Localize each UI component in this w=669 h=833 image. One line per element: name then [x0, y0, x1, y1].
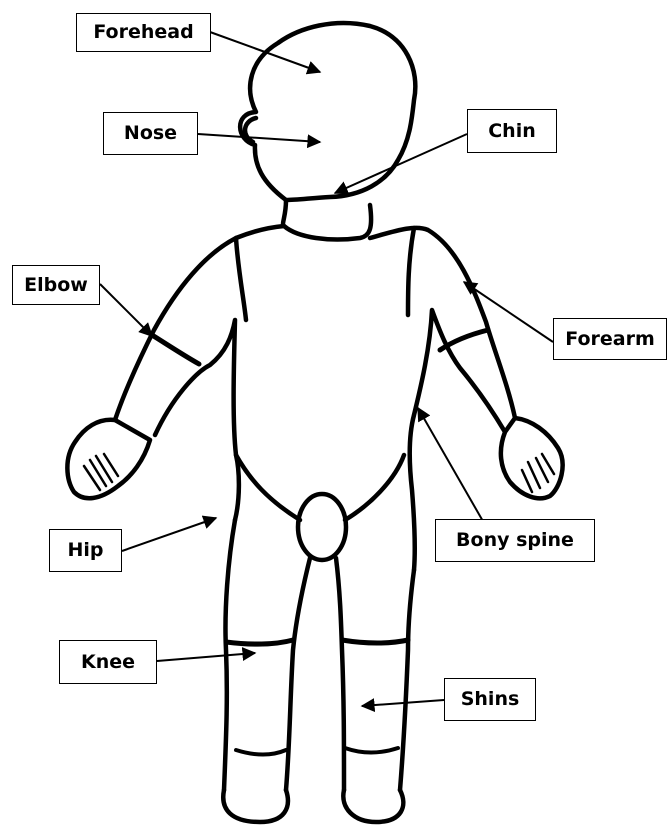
label-knee: Knee: [59, 640, 157, 684]
left-knee-seam: [226, 640, 293, 644]
label-hip: Hip: [49, 529, 122, 572]
arrow-knee: [157, 653, 255, 661]
left-fingers: [84, 454, 118, 490]
label-shins: Shins: [444, 678, 536, 721]
right-knee-seam: [342, 640, 408, 643]
torso-seam-right: [408, 228, 414, 315]
right-leg-inner: [336, 558, 344, 790]
arrow-bony-spine: [418, 408, 484, 523]
diaper: [298, 494, 346, 560]
lower-torso: [236, 455, 300, 520]
right-fingers: [522, 454, 554, 492]
label-forearm: Forearm: [553, 318, 667, 360]
lower-torso-right: [345, 455, 404, 520]
arrow-nose: [198, 134, 320, 142]
arrow-elbow: [100, 284, 152, 336]
neck-outline: [283, 200, 371, 240]
arrow-hip: [122, 518, 216, 551]
right-sleeve-cuff: [440, 330, 488, 350]
arrow-shins: [362, 700, 444, 706]
label-bony-spine: Bony spine: [435, 519, 595, 562]
arrow-forehead: [210, 32, 320, 72]
head-outline: [240, 23, 415, 200]
right-leg-outer: [400, 570, 414, 790]
left-sleeve-cuff: [152, 335, 199, 364]
label-chin: Chin: [467, 109, 557, 153]
left-arm-inner: [155, 320, 239, 520]
right-foot: [343, 790, 403, 822]
label-nose: Nose: [103, 112, 198, 155]
right-hand: [501, 418, 563, 498]
label-elbow: Elbow: [12, 265, 100, 305]
left-ankle-seam: [236, 750, 286, 755]
torso-seam-left: [236, 238, 246, 320]
left-leg-inner: [286, 558, 310, 790]
arrow-chin: [335, 134, 467, 193]
left-hand: [67, 420, 150, 499]
label-forehead: Forehead: [76, 13, 211, 52]
left-foot: [223, 790, 288, 822]
right-ankle-seam: [345, 748, 398, 753]
right-side-torso: [370, 228, 515, 418]
